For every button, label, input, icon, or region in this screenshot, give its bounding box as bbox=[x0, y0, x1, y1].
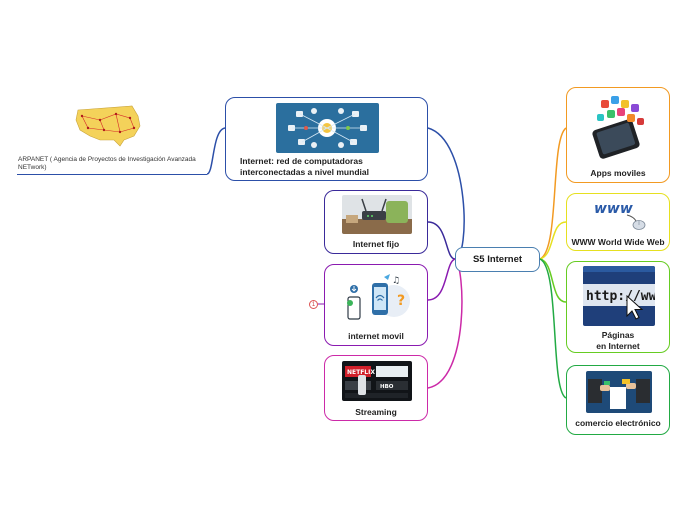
connector-fijo bbox=[427, 221, 456, 260]
smartphone-apps-icon bbox=[587, 94, 651, 160]
note-marker[interactable]: 1 bbox=[309, 300, 318, 309]
paginas-label-line2: en Internet bbox=[596, 341, 640, 351]
comercio-label: comercio electrónico bbox=[575, 418, 661, 428]
svg-text:http://www: http://www bbox=[586, 289, 655, 304]
node-comercio[interactable]: comercio electrónico bbox=[566, 365, 670, 435]
apps-label: Apps moviles bbox=[590, 168, 646, 178]
streaming-tv-photo: NETFLIX HBO bbox=[342, 361, 412, 401]
node-internet-movil[interactable]: ? ♫ internet movil bbox=[324, 264, 428, 346]
ecommerce-laptops-image bbox=[586, 371, 652, 413]
node-internet-fijo[interactable]: Internet fijo bbox=[324, 190, 428, 254]
arpanet-label[interactable]: ARPANET ( Agencia de Proyectos de Invest… bbox=[18, 156, 196, 171]
connector-apps bbox=[539, 127, 567, 260]
node-paginas[interactable]: http://www Páginas en Internet bbox=[566, 261, 670, 353]
usa-network-map[interactable] bbox=[70, 102, 146, 150]
node-streaming[interactable]: NETFLIX HBO Streaming bbox=[324, 355, 428, 421]
arpanet-underline bbox=[17, 174, 207, 175]
svg-text:NETFLIX: NETFLIX bbox=[347, 369, 375, 376]
www-label: WWW World Wide Web bbox=[571, 237, 665, 247]
movil-label: internet movil bbox=[348, 331, 404, 341]
node-apps-moviles[interactable]: Apps moviles bbox=[566, 87, 670, 183]
wifi-router-photo bbox=[342, 195, 412, 234]
streaming-label: Streaming bbox=[355, 407, 397, 417]
node-www[interactable]: www WWW World Wide Web bbox=[566, 193, 670, 251]
connector-comercio bbox=[539, 258, 567, 399]
central-label: S5 Internet bbox=[472, 254, 523, 265]
internet-label-line2: interconectadas a nivel mundial bbox=[240, 167, 369, 177]
internet-label-line1: Internet: red de computadoras bbox=[240, 156, 363, 166]
http-cursor-image: http://www bbox=[583, 266, 655, 326]
network-icons-illustration bbox=[276, 103, 379, 153]
connector-streaming bbox=[427, 258, 463, 389]
mobile-devices-illustration: ? ♫ bbox=[342, 269, 412, 325]
connector-paginas bbox=[539, 258, 567, 303]
paginas-label-line1: Páginas bbox=[601, 330, 635, 340]
connector-arpanet bbox=[206, 127, 226, 175]
connector-internet bbox=[427, 127, 465, 260]
svg-text:?: ? bbox=[397, 293, 405, 309]
svg-text:www: www bbox=[594, 201, 633, 217]
svg-text:♫: ♫ bbox=[392, 276, 400, 286]
central-node[interactable]: S5 Internet bbox=[455, 247, 540, 272]
connector-movil bbox=[427, 258, 456, 301]
www-mouse-icon: www bbox=[591, 197, 649, 231]
connector-www bbox=[539, 221, 567, 260]
node-internet[interactable]: Internet: red de computadoras interconec… bbox=[225, 97, 428, 181]
svg-text:HBO: HBO bbox=[380, 384, 394, 390]
fijo-label: Internet fijo bbox=[352, 239, 400, 249]
